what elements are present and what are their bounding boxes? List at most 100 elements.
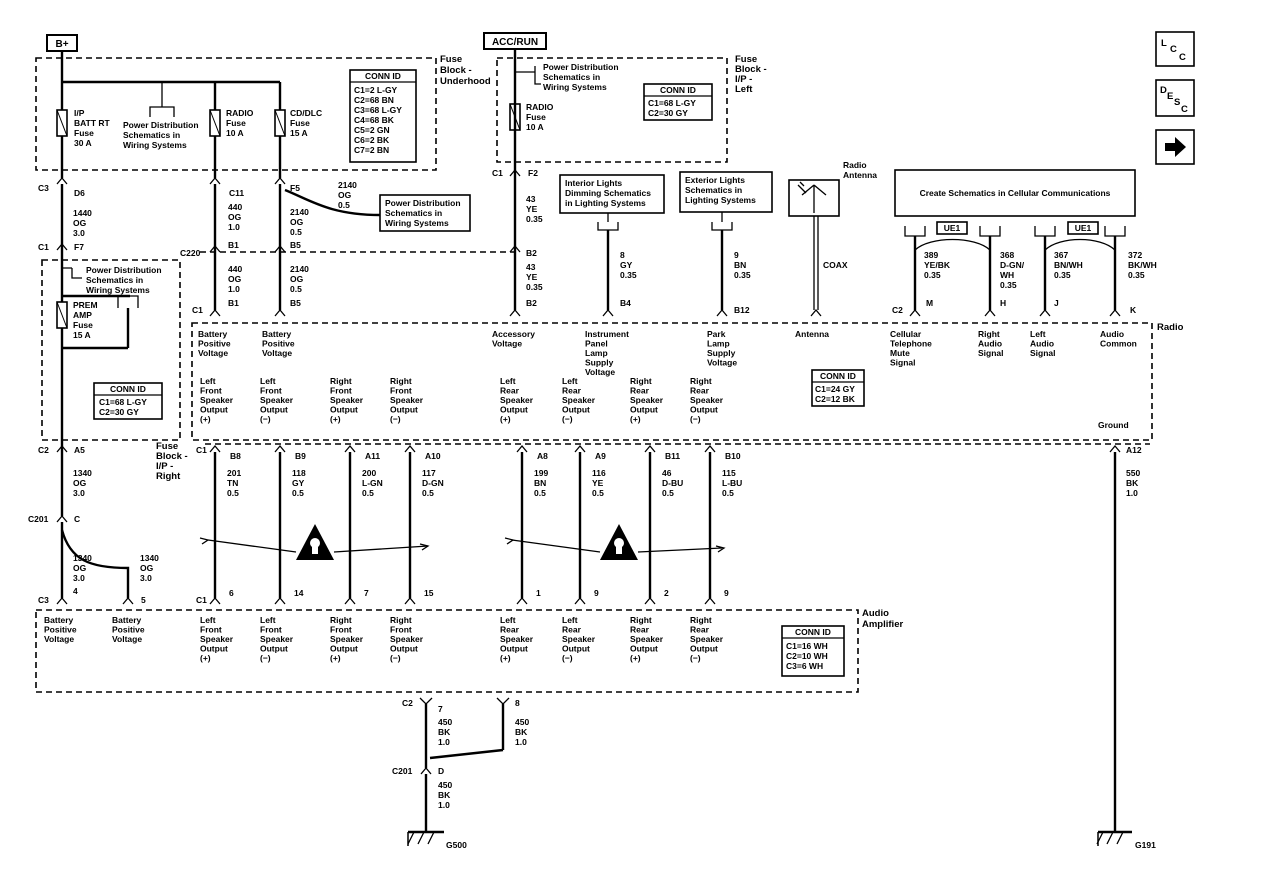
w450c-2: BK [438, 790, 451, 800]
w43u-3: 0.35 [526, 214, 543, 224]
radio-conn-title: CONN ID [820, 371, 856, 381]
radio-top-pin-label: Battery [198, 329, 228, 339]
underhood-title-3: Underhood [440, 76, 491, 87]
speaker-circuit-number: 115 [722, 468, 736, 478]
w440u-1: 440 [228, 202, 242, 212]
ip-right-conn-c1: C1=68 L-GY [99, 397, 147, 407]
w389-1: 389 [924, 250, 938, 260]
radio-speaker-label: Front [330, 386, 352, 396]
wire-9: 9 BN 0.35 [734, 250, 751, 280]
amp-speaker-pin: 15 [424, 588, 434, 598]
radio-speaker-label: Speaker [260, 395, 294, 405]
radio-top-pin-label: Signal [1030, 348, 1056, 358]
acc-run-source: ACC/RUN [483, 32, 547, 50]
pin-d6: D6 [74, 188, 85, 198]
amp-speaker-label: Speaker [390, 634, 424, 644]
speaker-wires: B8201TN0.56B9118GY0.514A11200L-GN0.57A10… [209, 444, 742, 605]
amp-power-pins: C3 4 5 [38, 586, 146, 605]
radio-speaker-label: Output [500, 405, 528, 415]
radio-speaker-pin: A11 [365, 451, 380, 461]
lcc-icon-l: L [1161, 38, 1167, 49]
amp-power-label: Positive [112, 625, 145, 635]
amp-speaker-pin: 14 [294, 588, 304, 598]
ip-right-title-3: I/P - [156, 461, 173, 472]
w8-3: 0.35 [620, 270, 637, 280]
underhood-fuse-block: Fuse Block - Underhood CONN ID C1=2 L-GY… [35, 54, 491, 171]
ip-left-conn-id-box [643, 83, 713, 121]
radio-top-pin-label: Signal [978, 348, 1004, 358]
w450b-3: 1.0 [515, 737, 527, 747]
amp-speaker-label: (+) [330, 653, 341, 663]
w43l-1: 43 [526, 262, 536, 272]
ip-right-conn-title: CONN ID [110, 384, 146, 394]
w1340a-3: 3.0 [73, 573, 85, 583]
radio-title: Radio [1157, 322, 1184, 333]
pd-box-mid-2: Schematics in [385, 208, 442, 218]
radio-top-pin-label: Voltage [585, 367, 615, 377]
radio-speaker-label: Rear [690, 386, 710, 396]
amp-speaker-pin: 9 [724, 588, 729, 598]
radio-top-pin-label: Mute [890, 348, 910, 358]
amp-speaker-labels: LeftFrontSpeakerOutput(+)LeftFrontSpeake… [200, 615, 724, 663]
w1340b-1: 1340 [140, 553, 159, 563]
w8-2: GY [620, 260, 633, 270]
wire-450-b: 450 BK 1.0 [515, 717, 529, 747]
amp-speaker-label: (−) [260, 653, 271, 663]
w372-1: 372 [1128, 250, 1142, 260]
radio-speaker-label: Left [200, 376, 216, 386]
ip-left-pd-3: Wiring Systems [543, 82, 607, 92]
radio-speaker-label: Speaker [200, 395, 234, 405]
amp-speaker-label: Speaker [200, 634, 234, 644]
radio-speaker-labels: LeftFrontSpeakerOutput(+)LeftFrontSpeake… [200, 376, 724, 424]
fuse3-label-1: CD/DLC [290, 108, 322, 118]
ip-right-fuse-block: Fuse Block - I/P - Right Power Distribut… [41, 259, 188, 482]
ip-right-title-1: Fuse [156, 441, 178, 452]
amp-pin-4: 4 [73, 586, 78, 596]
conn-c220: C220 [180, 248, 201, 258]
amp-speaker-label: Left [200, 615, 216, 625]
svg-text:7: 7 [438, 704, 443, 714]
twisted-pair-indicator [511, 539, 723, 553]
underhood-conn-c7: C7=2 BN [354, 145, 389, 155]
radio-pin-b2: B2 [526, 298, 537, 308]
audio-amplifier: Audio Amplifier CONN ID C1=16 WH C2=10 W… [35, 608, 903, 693]
w368-4: 0.35 [1000, 280, 1017, 290]
amp-speaker-label: (+) [200, 653, 211, 663]
radio-speaker-label: Speaker [500, 395, 534, 405]
wire-550: 550 BK 1.0 [1126, 468, 1140, 498]
pin-f7: F7 [74, 242, 84, 252]
radio-speaker-pin: A8 [537, 451, 548, 461]
radio-top-pin-label: Battery [262, 329, 292, 339]
radio-speaker-label: Output [390, 405, 418, 415]
underhood-conn-c6: C6=2 BK [354, 135, 390, 145]
w1440-3: 3.0 [73, 228, 85, 238]
ue1-left: UE1 [936, 221, 968, 235]
amp-ground-wiring: C2 C 7 8 450 BK 1.0 450 BK 1.0 C201 D 45… [392, 697, 529, 832]
ip-left-title-2: Block - [735, 64, 767, 75]
ip-left-conn-c2: C2=30 GY [648, 108, 688, 118]
right-arrow-icon[interactable] [1155, 129, 1195, 165]
pd-note-underhood-3: Wiring Systems [123, 140, 187, 150]
ip-right-title-2: Block - [156, 451, 188, 462]
speaker-wire-color: D-BU [662, 478, 683, 488]
amp-speaker-label: Output [500, 644, 528, 654]
radio-speaker-label: Left [500, 376, 516, 386]
amp-speaker-pin: 2 [664, 588, 669, 598]
w9-1: 9 [734, 250, 739, 260]
ue1-right-label: UE1 [1075, 223, 1092, 233]
fuse3-label-3: 15 A [290, 128, 308, 138]
radio-top-labels: BatteryPositiveVoltageBatteryPositiveVol… [198, 329, 1137, 377]
lcc-icon[interactable]: L C C [1155, 31, 1195, 67]
w9-3: 0.35 [734, 270, 751, 280]
w440l-2: OG [228, 274, 242, 284]
desc-icon[interactable]: D E S C [1155, 79, 1195, 117]
w1340b-3: 3.0 [140, 573, 152, 583]
pd-box-mid-1: Power Distribution [385, 198, 461, 208]
w440u-2: OG [228, 212, 242, 222]
radio-speaker-label: Output [330, 405, 358, 415]
radio-speaker-pin-marker [704, 444, 716, 453]
interior-box-1: Interior Lights [565, 178, 622, 188]
radio-speaker-label: Output [200, 405, 228, 415]
radio-top-pin-label: Audio [978, 339, 1002, 349]
amp-speaker-label: Rear [630, 625, 650, 635]
